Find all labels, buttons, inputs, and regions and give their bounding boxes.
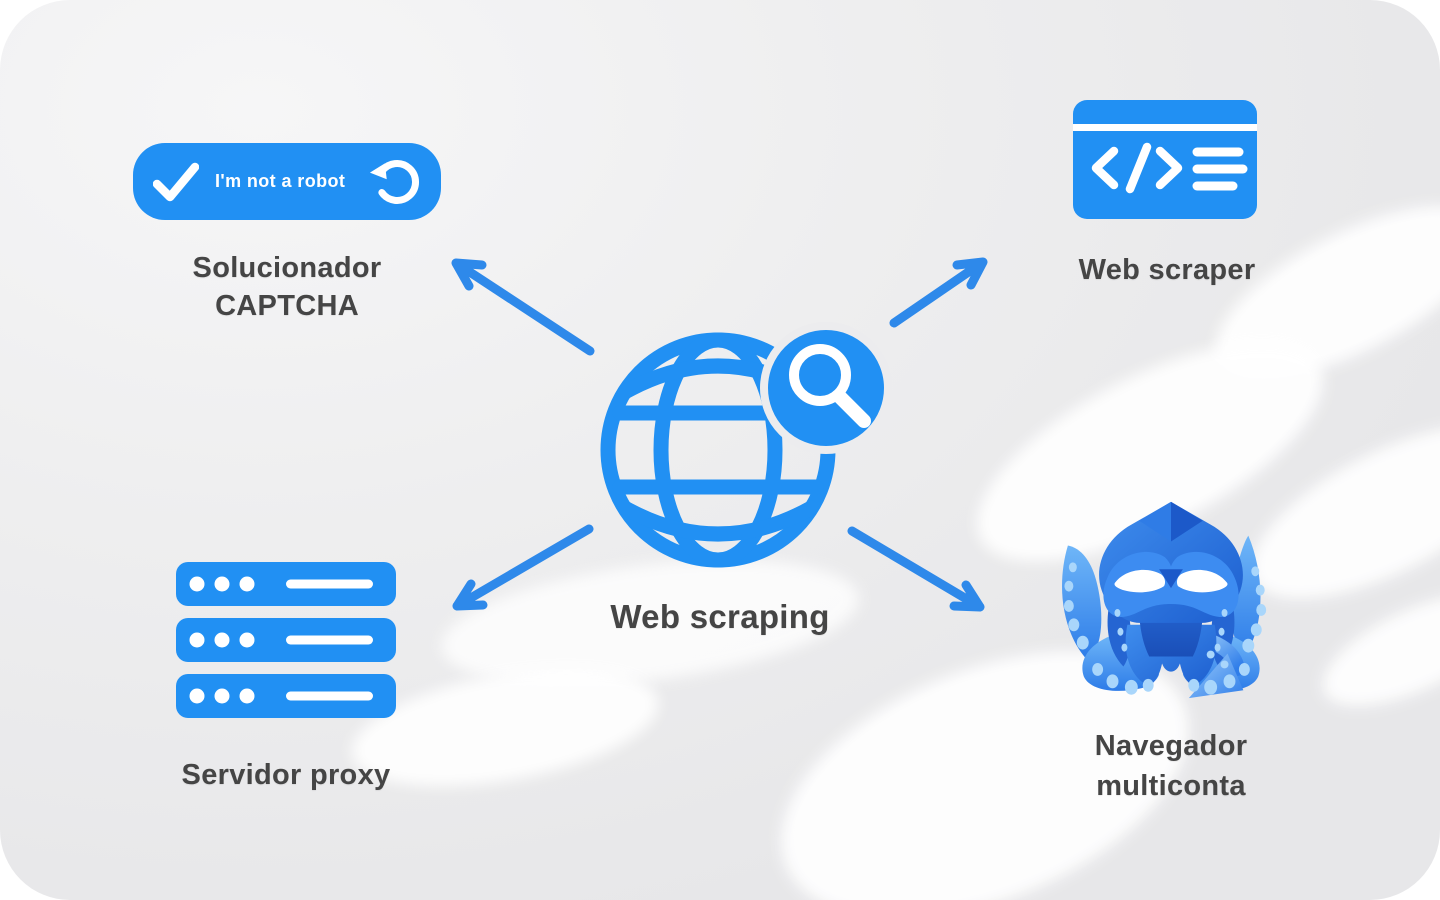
octopus-mascot-icon (1062, 501, 1267, 699)
octopus-head (1099, 501, 1243, 623)
search-icon (760, 322, 892, 454)
captcha-node-label: Solucionador CAPTCHA (107, 249, 467, 325)
arrow-to-scraper (889, 257, 988, 328)
code-browser-icon (1073, 100, 1257, 219)
check-icon (153, 162, 199, 201)
center-node-label: Web scraping (540, 598, 900, 636)
captcha-checkbox-icon: I'm not a robot (133, 143, 441, 220)
scraper-node-label: Web scraper (1017, 251, 1317, 289)
captcha-checkbox-text: I'm not a robot (215, 171, 346, 191)
server-bar (176, 674, 396, 718)
refresh-icon (369, 159, 419, 204)
multiaccount-node-label: Navegador multiconta (1021, 726, 1321, 806)
arrow-to-proxy (452, 524, 594, 611)
octopus-eyes (1114, 569, 1228, 593)
browser-topbar-divider (1073, 124, 1257, 131)
octopus-suckers (1063, 562, 1267, 695)
multiaccount-label-line1: Navegador (1094, 730, 1248, 762)
arrow-to-multiaccount (847, 526, 985, 612)
scraper-label: Web scraper (1078, 254, 1256, 286)
center-label: Web scraping (610, 598, 830, 635)
captcha-label-line2: CAPTCHA (215, 290, 359, 322)
server-bar (176, 618, 396, 662)
server-stack-icon (176, 562, 396, 718)
proxy-node-label: Servidor proxy (136, 756, 436, 794)
multiaccount-label-line2: multiconta (1096, 770, 1246, 802)
server-bar (176, 562, 396, 606)
text-lines-icon (1192, 147, 1248, 191)
proxy-label: Servidor proxy (181, 759, 391, 791)
code-tag-icon (1091, 142, 1183, 194)
captcha-label-line1: Solucionador (192, 252, 382, 284)
globe-magnifier-icon (600, 322, 892, 568)
arrow-to-captcha (451, 258, 595, 356)
